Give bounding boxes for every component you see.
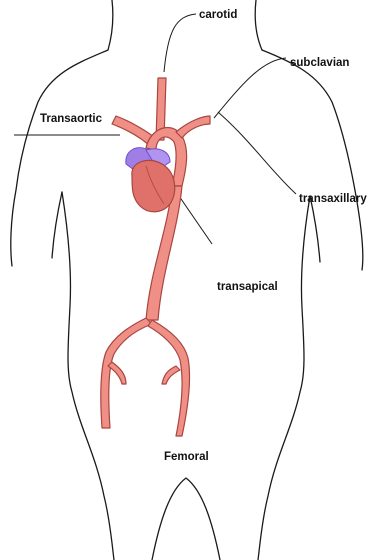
- right-arm-inner: [310, 196, 320, 262]
- right-torso-leg: [258, 196, 310, 560]
- body-outline: [11, 0, 363, 560]
- subclavian-artery: [176, 116, 210, 138]
- carotid-leader: [164, 14, 196, 72]
- label-transapical: transapical: [217, 281, 278, 293]
- transaxillary-leader: [218, 112, 296, 194]
- groin-line: [152, 478, 220, 560]
- label-transaxillary: transaxillary: [299, 193, 367, 205]
- left-iliac-artery: [101, 318, 152, 428]
- right-internal-iliac: [162, 366, 180, 384]
- left-internal-iliac: [108, 362, 126, 384]
- label-subclavian: subclavian: [290, 57, 349, 69]
- label-carotid: carotid: [199, 9, 237, 21]
- arterial-tree: [101, 78, 210, 436]
- label-transaortic: Transaortic: [40, 113, 103, 125]
- left-shoulder-outer: [11, 50, 108, 266]
- subclavian-leader: [214, 58, 286, 118]
- right-shoulder-outer: [262, 50, 363, 270]
- neck-left-line: [108, 0, 113, 50]
- heart: [126, 148, 175, 212]
- label-femoral: Femoral: [164, 451, 209, 463]
- neck-right-line: [255, 0, 262, 50]
- left-arm-inner: [52, 192, 62, 258]
